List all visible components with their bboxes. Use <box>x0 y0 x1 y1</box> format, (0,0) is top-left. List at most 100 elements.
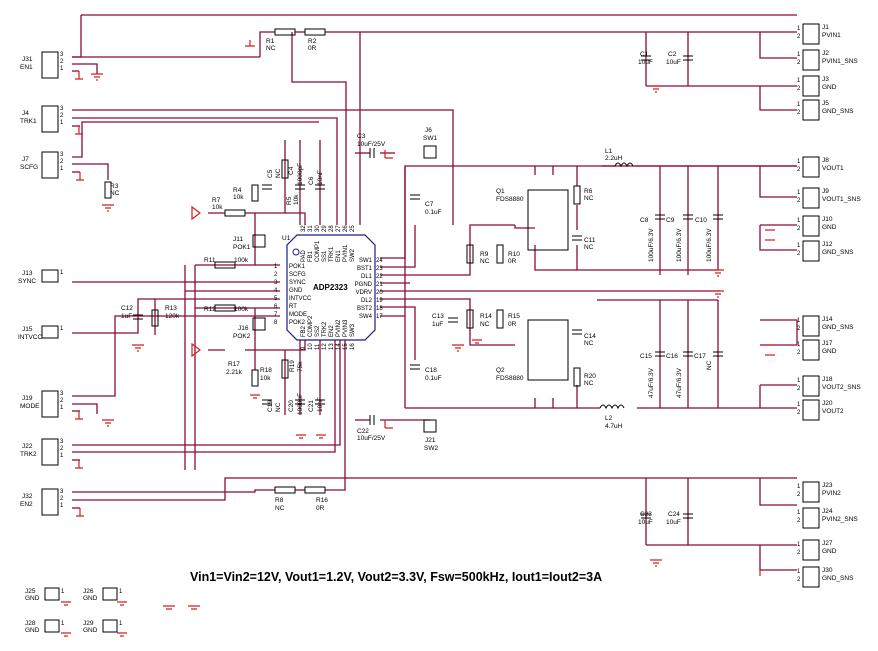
connector-ref: J8 <box>822 157 829 164</box>
ic-pin-name-scfg: SCFG <box>289 272 306 278</box>
ic-pin-name-sync: SYNC <box>289 280 306 286</box>
r12-value: 100k <box>234 306 249 313</box>
ic-pin-name-pvin1: PVIN1 <box>343 244 349 262</box>
connector-label: MODE <box>20 403 40 410</box>
ic-pin-name-pok1: POK1 <box>289 264 306 270</box>
ic-pin-name-bst2: BST2 <box>357 306 373 312</box>
r1-ref: R1 <box>266 38 275 45</box>
c20-value: 1000pF <box>297 393 304 415</box>
c13-value: 1uF <box>432 321 443 328</box>
connector-pin-num: 2 <box>797 410 801 416</box>
connector-ref: J10 <box>822 216 833 223</box>
connector-pin-num: 2 <box>60 159 64 165</box>
ic-pin-num-14: 14 <box>336 343 342 350</box>
c11-ref: C11 <box>584 237 596 244</box>
connector-ref: J17 <box>822 340 833 347</box>
ic-pin-num-20: 20 <box>376 290 383 296</box>
connector-ref: J30 <box>822 567 833 574</box>
connector-pin-num: 2 <box>60 446 64 452</box>
ic-pin-name-trk2: TRK2 <box>322 321 328 337</box>
connector-ref: J27 <box>822 540 833 547</box>
c13-ref: C13 <box>432 313 444 320</box>
connector-pin-num: 2 <box>797 226 801 232</box>
wiring <box>72 14 798 571</box>
r8-value: NC <box>275 505 285 512</box>
ic-pin-name-en1: EN1 <box>336 250 342 262</box>
c12-value: 1uF <box>121 313 132 320</box>
ic-pin-num-9: 9 <box>301 346 307 350</box>
r19-value: 75k <box>297 361 304 372</box>
r18-value: 10k <box>260 375 271 382</box>
connector-pin-num: 2 <box>797 60 801 66</box>
ic-pin-num-25: 25 <box>350 225 356 232</box>
r12-ref: R12 <box>204 306 216 313</box>
connector-pin-num: 1 <box>60 405 64 411</box>
ic-pin-num-4: 4 <box>274 288 278 294</box>
connector-label: GND <box>822 548 837 555</box>
connector-pin-num: 2 <box>797 251 801 257</box>
connector-label: GND <box>83 627 98 634</box>
connector-pin-num: 2 <box>60 113 64 119</box>
r15-ref: R15 <box>508 313 520 320</box>
connector-ref: J5 <box>822 100 829 107</box>
r2-value: 0R <box>308 45 317 52</box>
l1-value: 2.2uH <box>605 155 623 162</box>
ic-pin-name-fb2: FB2 <box>301 325 307 337</box>
c15-ref: C15 <box>640 353 652 360</box>
connector-pin-num: 2 <box>797 550 801 556</box>
r16-value: 0R <box>316 505 325 512</box>
connector-label: VOUT1 <box>822 165 844 172</box>
c24-ref: C24 <box>668 511 680 518</box>
connector-ref: J18 <box>822 376 833 383</box>
r7-value: 10k <box>212 204 223 211</box>
r13-value: 120k <box>165 313 180 320</box>
c24-value: 10uF <box>666 519 681 526</box>
connector-pin-num: 2 <box>797 518 801 524</box>
connector-label: INTVCC <box>18 334 43 341</box>
connector-pin-num: 1 <box>797 243 801 249</box>
c8-ref: C8 <box>640 217 649 224</box>
connector-pin-num: 1 <box>119 621 123 627</box>
connector-pin-num: 1 <box>797 159 801 165</box>
l2-ref: L2 <box>605 415 613 422</box>
connector-pin-num: 2 <box>797 386 801 392</box>
c22-ref: C22 <box>357 428 369 435</box>
c3-value: 10uF/25V <box>357 141 386 148</box>
c14-ref: C14 <box>584 333 596 340</box>
connector-pin-num: 1 <box>797 402 801 408</box>
ic-pin-name-mode: MODE <box>289 312 307 318</box>
connector-pin-num: 1 <box>797 218 801 224</box>
c10-value: 100uF/6.3V <box>706 228 713 262</box>
r19-ref: R19 <box>289 360 296 372</box>
ic-pin-name-gnd: GND <box>289 288 303 294</box>
connector-label: GND_SNS <box>822 108 854 115</box>
c9-value: 100uF/6.3V <box>676 228 683 262</box>
r7-ref: R7 <box>212 197 221 204</box>
connector-ref: J3 <box>822 76 829 83</box>
ic-pin-num-8: 8 <box>274 320 278 326</box>
ic-pin-num-6: 6 <box>274 304 278 310</box>
ic-pin-name-en2: EN2 <box>329 325 335 337</box>
c5-value: NC <box>275 168 282 178</box>
connector-ref: J9 <box>822 188 829 195</box>
c2-ref: C2 <box>668 51 677 58</box>
connector-pin-num: 2 <box>797 167 801 173</box>
connector-pin-num: 3 <box>60 489 64 495</box>
connector-ref: J32 <box>22 493 33 500</box>
c8-value: 100uF/6.3V <box>648 228 655 262</box>
ic-pin-name-fb1: FB1 <box>308 250 314 262</box>
connector-pin-num: 2 <box>797 492 801 498</box>
connector-pin-num: 2 <box>797 326 801 332</box>
ic-pin-num-1: 1 <box>274 264 278 270</box>
connector-pin-num: 1 <box>797 52 801 58</box>
connector-ref: J13 <box>22 270 33 277</box>
connector-pin-num: 1 <box>797 318 801 324</box>
r10-ref: R10 <box>508 251 520 258</box>
connector-label: PVIN2_SNS <box>822 516 858 523</box>
